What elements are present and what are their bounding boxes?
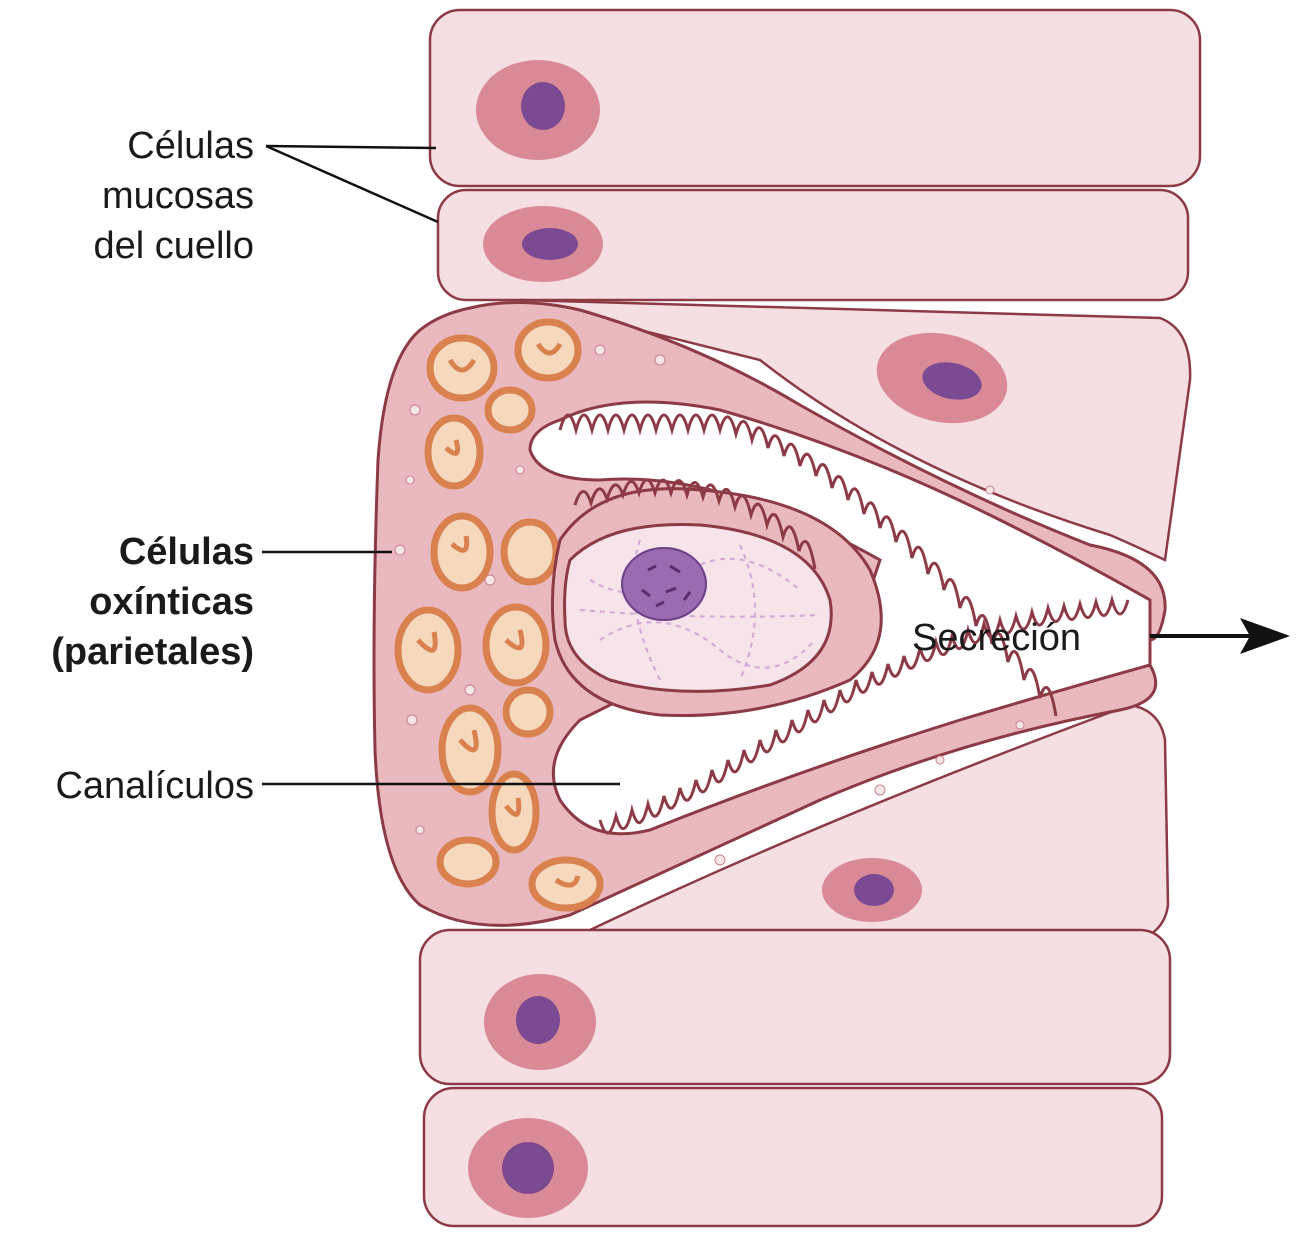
label-oxyntic-cells-line3: (parietales) bbox=[51, 631, 254, 673]
label-oxyntic-cells-line2: oxínticas bbox=[89, 581, 254, 623]
label-neck-cells-line3: del cuello bbox=[93, 225, 254, 267]
lower-cell-1 bbox=[420, 930, 1170, 1084]
secretion-arrow bbox=[1150, 618, 1290, 654]
neck-mucous-cell-2 bbox=[438, 190, 1188, 300]
neck-mucous-cell-1 bbox=[430, 10, 1200, 186]
label-secretion: Secreción bbox=[912, 617, 1081, 659]
lower-cell-2 bbox=[424, 1088, 1162, 1226]
nucleolus bbox=[622, 548, 706, 620]
nucleus-region bbox=[565, 524, 832, 691]
label-oxyntic-cells-line1: Células bbox=[119, 531, 254, 573]
label-neck-cells-line1: Células bbox=[127, 125, 254, 167]
label-neck-cells-line2: mucosas bbox=[102, 175, 254, 217]
label-canaliculi: Canalículos bbox=[55, 765, 254, 807]
